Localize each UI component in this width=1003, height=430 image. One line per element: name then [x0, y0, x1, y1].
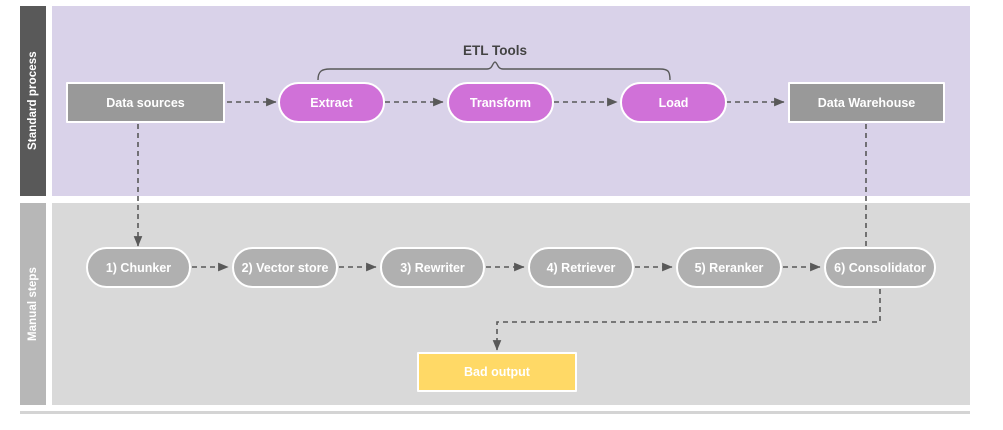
node-bad-output[interactable]: Bad output [417, 352, 577, 392]
node-transform[interactable]: Transform [447, 82, 554, 123]
node-data-sources[interactable]: Data sources [66, 82, 225, 123]
node-data-warehouse[interactable]: Data Warehouse [788, 82, 945, 123]
node-chunker[interactable]: 1) Chunker [86, 247, 191, 288]
bottom-divider-rule [20, 411, 970, 414]
node-rewriter[interactable]: 3) Rewriter [380, 247, 485, 288]
node-retriever[interactable]: 4) Retriever [528, 247, 634, 288]
node-vector-store[interactable]: 2) Vector store [232, 247, 338, 288]
annotation-etl-tools: ETL Tools [463, 43, 527, 58]
node-load[interactable]: Load [620, 82, 727, 123]
node-extract[interactable]: Extract [278, 82, 385, 123]
node-reranker[interactable]: 5) Reranker [676, 247, 782, 288]
node-consolidator[interactable]: 6) Consolidator [824, 247, 936, 288]
lane-label-standard-process: Standard process [20, 6, 46, 196]
lane-label-manual-steps: Manual steps [20, 203, 46, 405]
